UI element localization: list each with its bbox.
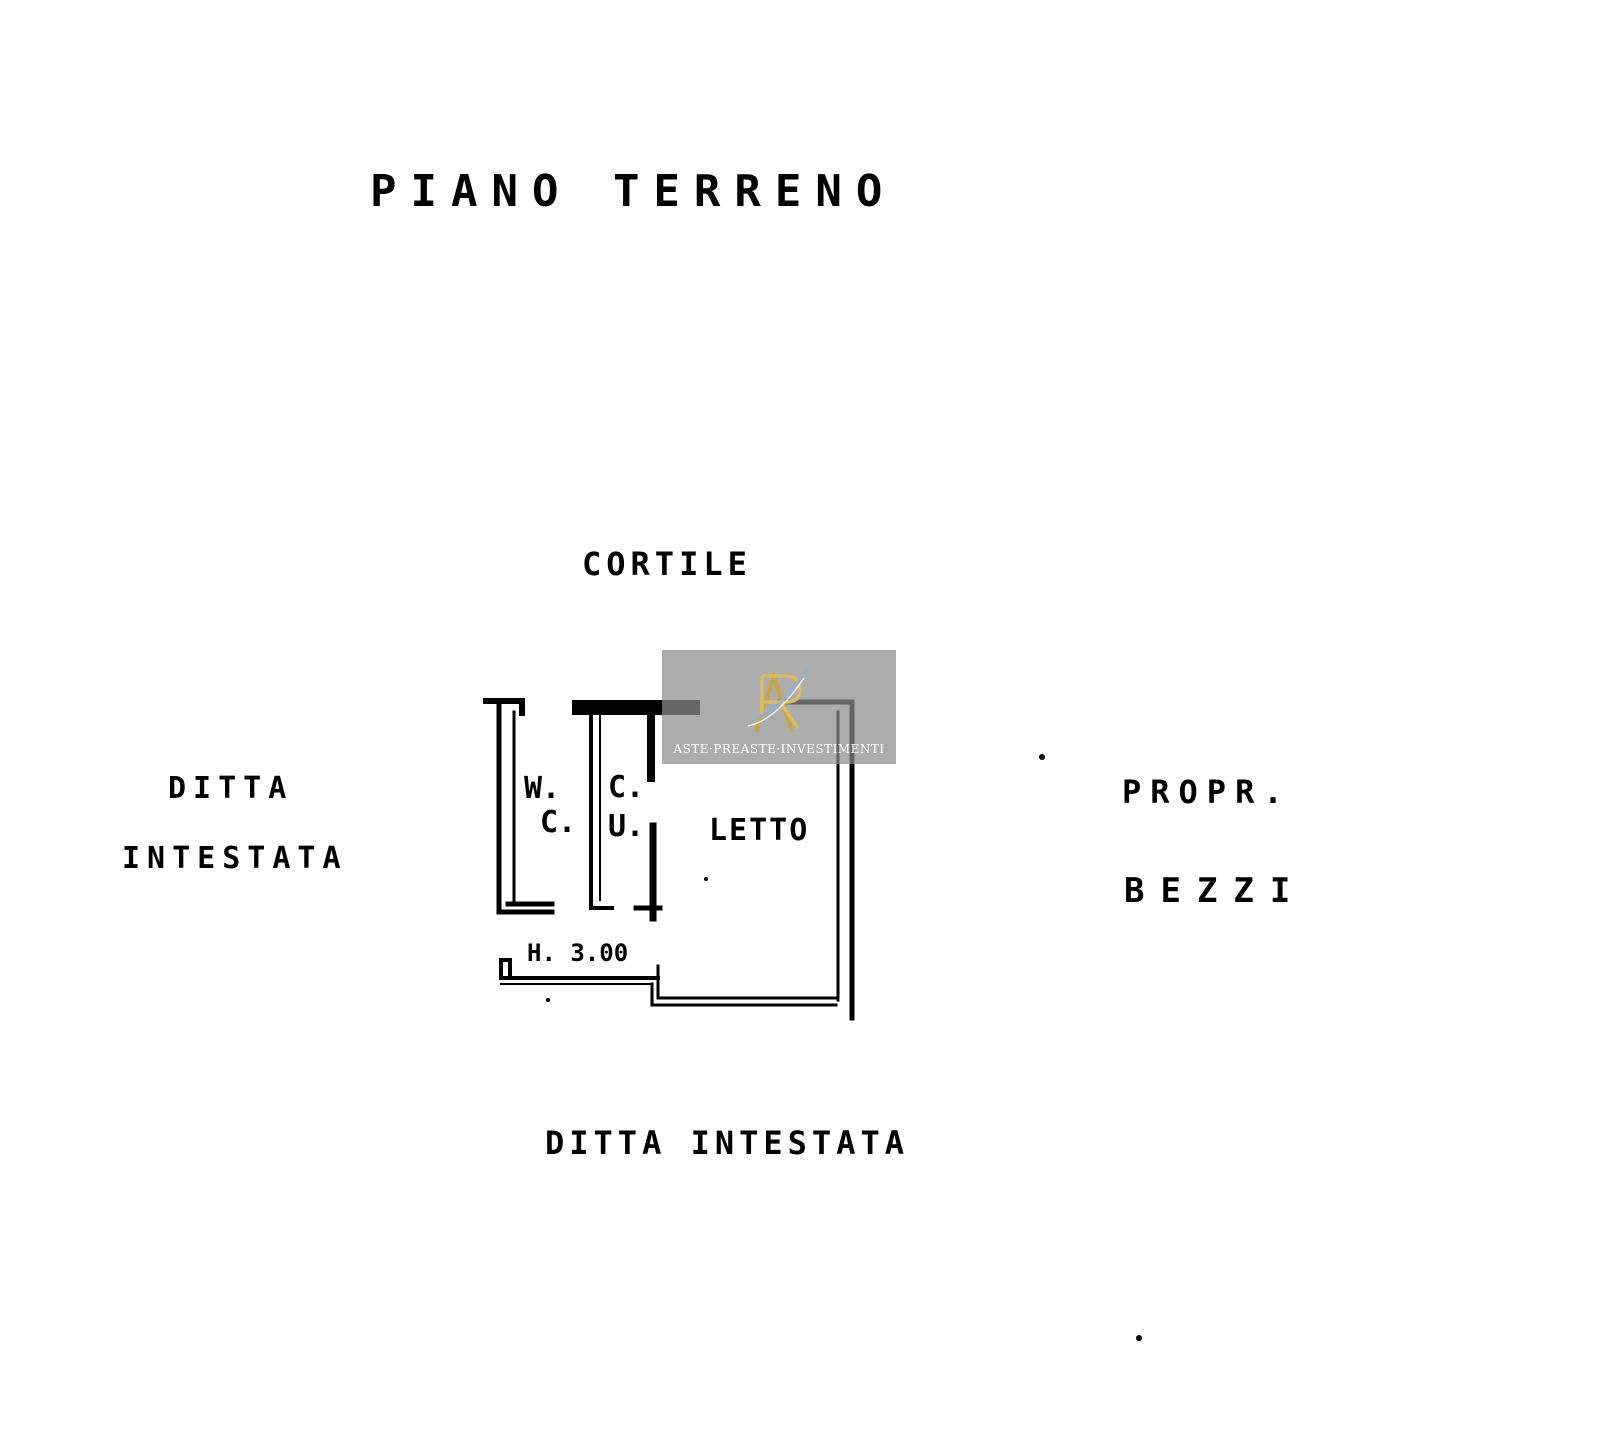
label-east-line1: PROPR. (1122, 773, 1292, 811)
wall-south-step-outer (656, 964, 838, 1000)
label-west-line2: INTESTATA (122, 841, 348, 876)
wall-partition-wc-cu (589, 710, 614, 910)
watermark-text: ASTE·PREASTE·INVESTIMENTI (673, 742, 885, 756)
room-cu-label-1: C. (608, 770, 644, 805)
room-wc-label-2: C. (540, 805, 576, 840)
ceiling-height-note: H. 3.00 (527, 939, 628, 967)
watermark-emblem-icon (747, 667, 810, 733)
wall-north-left (483, 698, 525, 716)
wall-south-corridor (499, 958, 512, 978)
label-south: DITTA INTESTATA (545, 1124, 909, 1162)
wall-south-step (650, 982, 838, 1007)
room-wc-label-1: W. (524, 771, 560, 806)
room-cu-label-2: U. (608, 809, 644, 844)
room-bedroom-label: LETTO (709, 813, 809, 848)
wall-wc-west (496, 698, 555, 915)
label-north-courtyard: CORTILE (582, 545, 752, 583)
label-west-line1: DITTA (168, 771, 294, 806)
watermark-logo: ASTE·PREASTE·INVESTIMENTI (662, 650, 896, 764)
page-title: PIANO TERRENO (370, 166, 897, 217)
label-east-line2: BEZZI (1124, 871, 1307, 911)
